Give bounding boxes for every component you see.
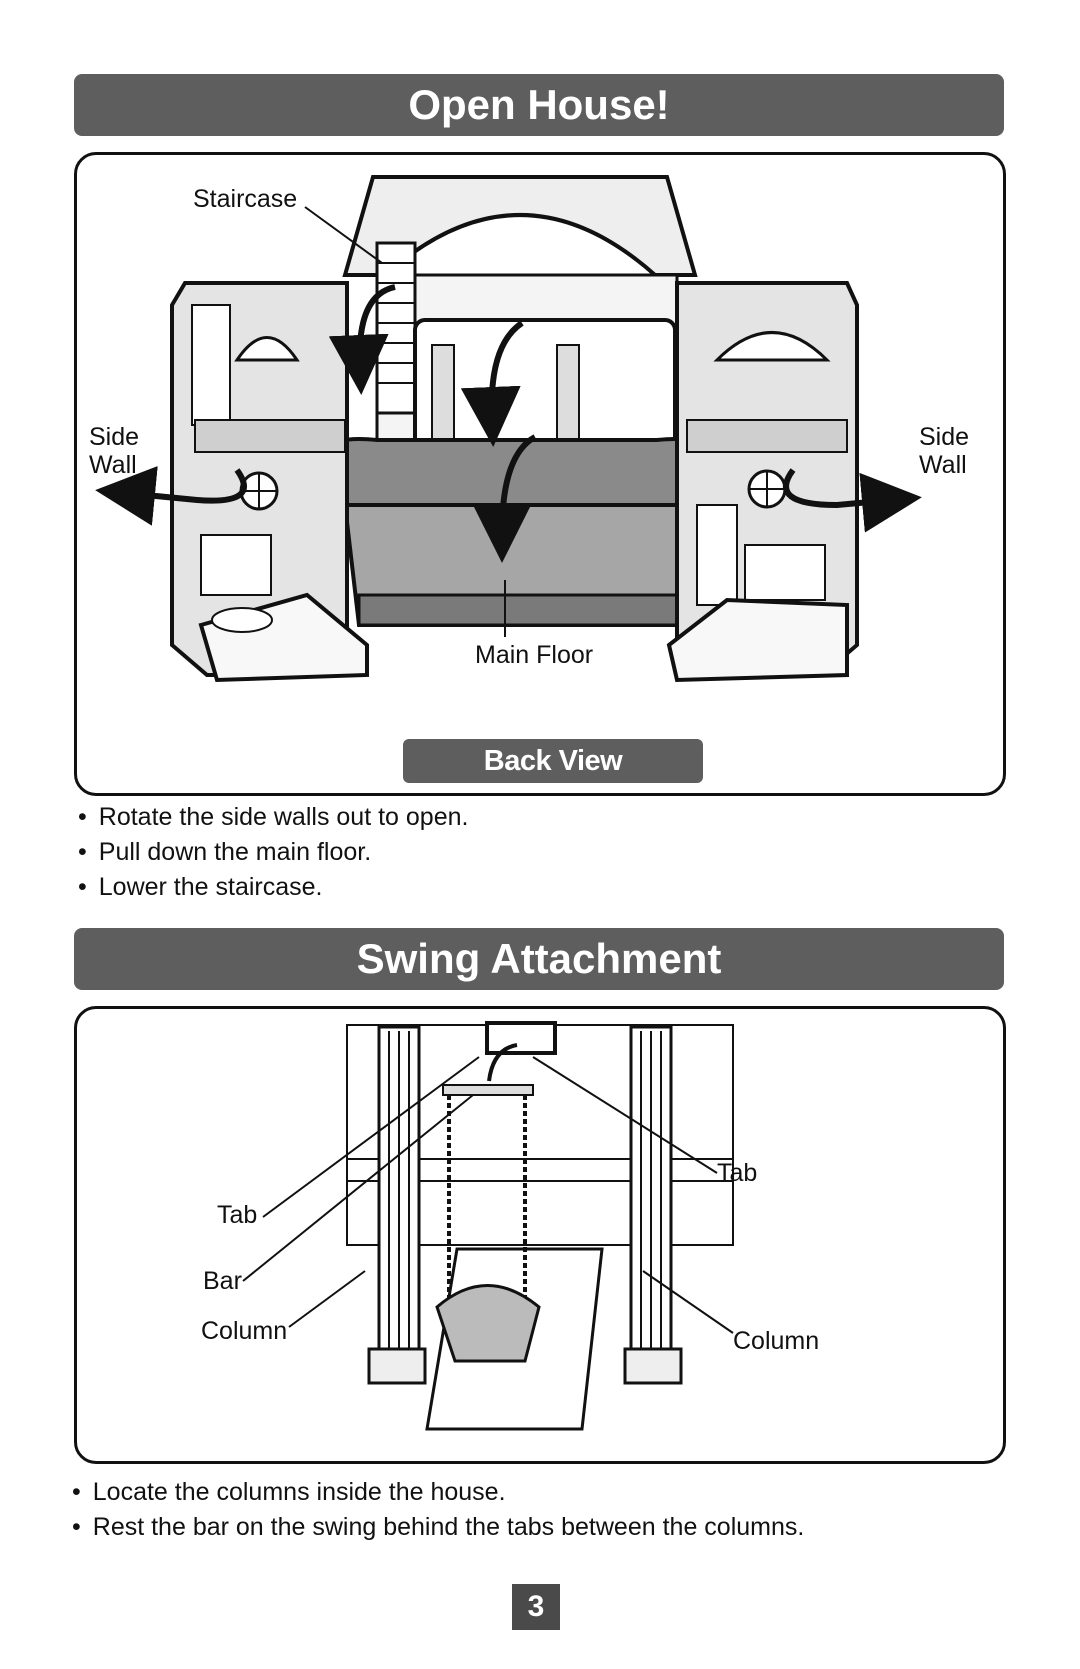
step-item: Locate the columns inside the house. — [72, 1475, 804, 1510]
open-house-steps: Rotate the side walls out to open. Pull … — [78, 800, 469, 905]
step-item: Lower the staircase. — [78, 870, 468, 905]
tab-left-label: Tab — [217, 1201, 258, 1229]
left-side-wall — [170, 281, 369, 683]
side-wall-right-label-line1: Side — [919, 423, 970, 451]
swing-attachment-illustration — [242, 1021, 734, 1431]
back-view-badge: Back View — [403, 739, 703, 783]
open-house-heading: Open House! — [74, 74, 1004, 136]
column-left-label: Column — [201, 1317, 288, 1345]
open-house-illustration-panel: Staircase Side Wall Side Wall Main Floor… — [74, 152, 1006, 796]
bar-label: Bar — [203, 1267, 242, 1295]
step-item: Pull down the main floor. — [78, 835, 468, 870]
right-column — [623, 1025, 683, 1385]
right-side-wall — [666, 281, 859, 683]
swing-attachment-heading: Swing Attachment — [74, 928, 1004, 990]
swing-steps: Locate the columns inside the house. Res… — [72, 1475, 805, 1545]
side-wall-left-label-line2: Wall — [89, 451, 137, 479]
swing-illustration-panel: Tab Tab Bar Column Column — [74, 1006, 1006, 1464]
column-right-label: Column — [733, 1327, 820, 1355]
swing-bar — [442, 1084, 534, 1096]
swing-seat — [435, 1284, 541, 1363]
dollhouse-back-view-illustration — [95, 175, 922, 683]
main-floor-label: Main Floor — [475, 641, 594, 669]
step-item: Rest the bar on the swing behind the tab… — [72, 1510, 805, 1545]
left-column — [367, 1025, 427, 1385]
staircase-label: Staircase — [193, 185, 298, 213]
side-wall-left-label-line1: Side — [89, 423, 140, 451]
page-number: 3 — [512, 1584, 560, 1630]
motion-arrows — [95, 284, 922, 563]
step-item: Rotate the side walls out to open. — [78, 800, 469, 835]
tab-right-label: Tab — [717, 1159, 758, 1187]
staircase — [375, 241, 417, 415]
side-wall-right-label-line2: Wall — [919, 451, 967, 479]
main-floor — [325, 437, 712, 627]
